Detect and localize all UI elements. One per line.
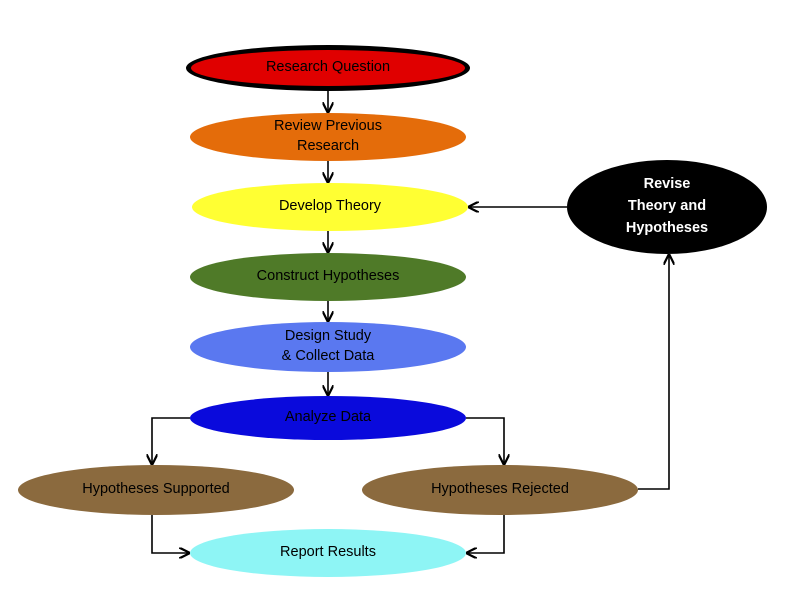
review-previous-research-node: Review Previous Research [190, 113, 466, 161]
hypotheses-rejected-node: Hypotheses Rejected [362, 465, 638, 515]
research-question-node: Research Question [186, 45, 470, 91]
edge-hypotheses-supported-to-report-results [151, 515, 189, 553]
review-previous-research-label: Review Previous Research [274, 118, 382, 154]
analyze-data-label: Analyze Data [284, 409, 372, 426]
edge-hypotheses-rejected-to-report-results [467, 515, 505, 553]
revise-theory-and-hypotheses-label: Revise Theory and Hypotheses [625, 176, 709, 236]
design-study-node: Design Study & Collect Data [190, 322, 466, 372]
edge-analyze-data-to-hypotheses-rejected [466, 417, 504, 464]
research-question-label: Research Question [265, 59, 391, 76]
analyze-data-node: Analyze Data [190, 396, 466, 440]
hypotheses-supported-node: Hypotheses Supported [18, 465, 294, 515]
construct-hypotheses-label: Construct Hypotheses [256, 268, 400, 285]
develop-theory-label: Develop Theory [278, 198, 382, 215]
design-study-label: Design Study & Collect Data [281, 328, 375, 364]
develop-theory-node: Develop Theory [192, 183, 468, 231]
revise-theory-and-hypotheses-node: Revise Theory and Hypotheses [567, 160, 767, 254]
hypotheses-rejected-label: Hypotheses Rejected [431, 481, 569, 498]
edge-hypotheses-rejected-to-revise [638, 255, 669, 490]
edge-analyze-data-to-hypotheses-supported [152, 417, 190, 464]
hypotheses-supported-label: Hypotheses Supported [82, 481, 230, 498]
report-results-label: Report Results [280, 544, 376, 561]
report-results-node: Report Results [190, 529, 466, 577]
construct-hypotheses-node: Construct Hypotheses [190, 253, 466, 301]
